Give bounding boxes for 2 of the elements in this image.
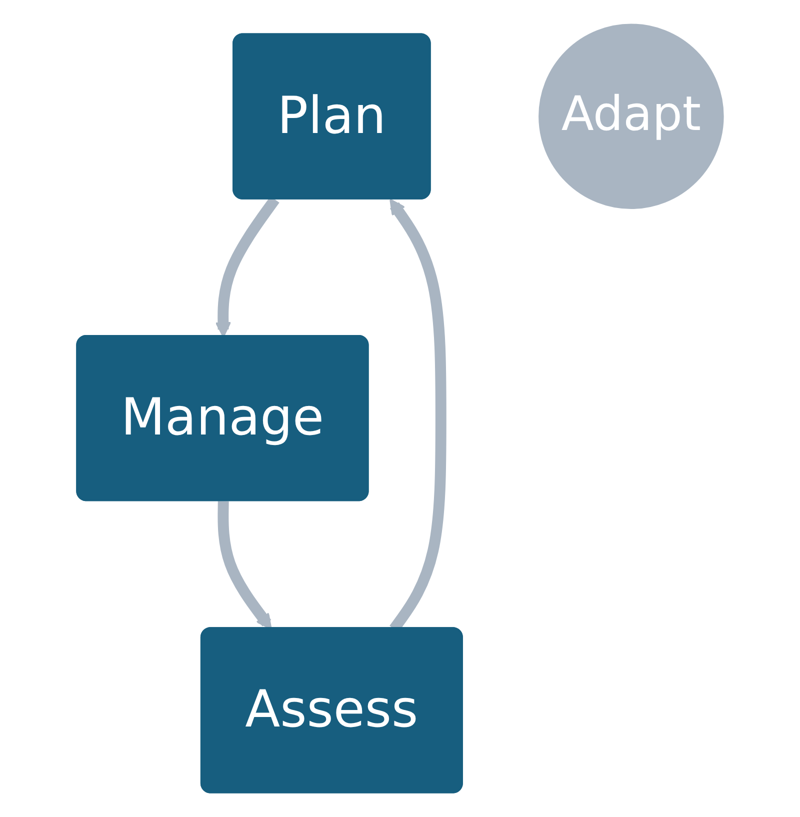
node-circle: Adapt — [538, 24, 724, 209]
arrow — [218, 501, 272, 630]
